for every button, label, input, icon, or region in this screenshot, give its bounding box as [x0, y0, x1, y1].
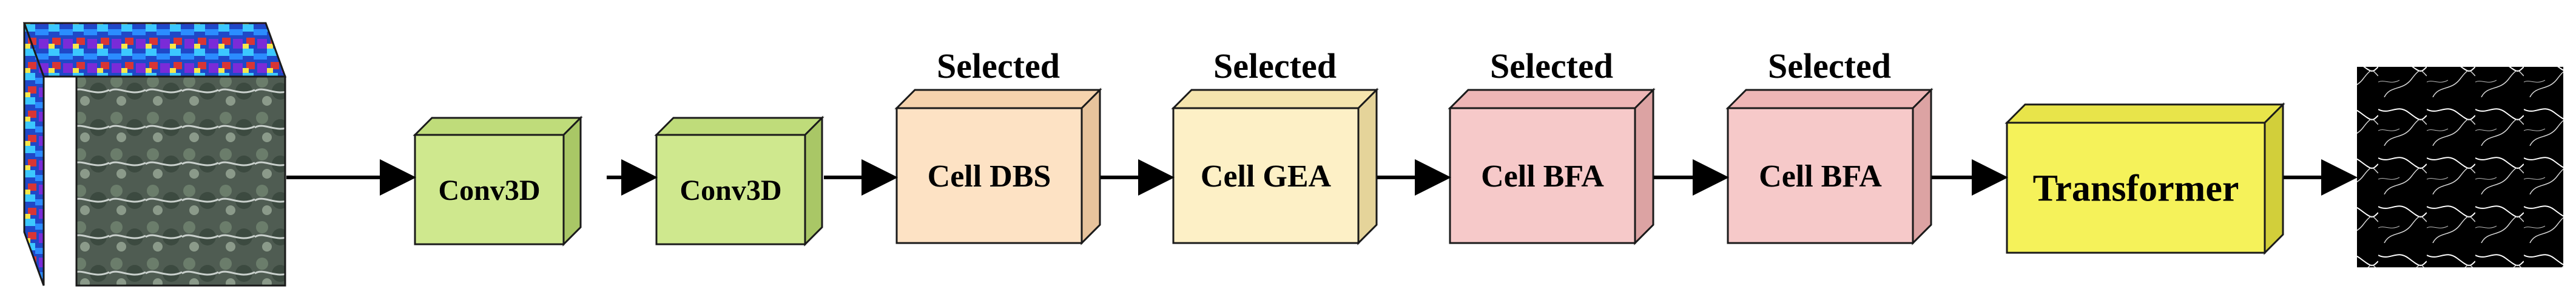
- block-top-face: [894, 89, 1102, 109]
- output-mask: [2357, 67, 2563, 267]
- block-label: Cell BFA: [1481, 159, 1604, 194]
- block-label: Cell DBS: [928, 159, 1051, 194]
- block-top-face: [1171, 89, 1379, 109]
- block-side-face: [562, 115, 582, 247]
- block-top-face: [2004, 103, 2285, 124]
- block-top-face: [1725, 89, 1934, 109]
- block-side-face: [1634, 87, 1654, 245]
- block-side-face: [1081, 87, 1101, 245]
- block-front-face: [2006, 122, 2266, 254]
- selected-caption: Selected: [1490, 46, 1613, 86]
- block-label: Conv3D: [679, 174, 781, 207]
- cube-aerial-image: [75, 75, 286, 287]
- output-segmentation-image: [2357, 67, 2563, 267]
- cube-side-face: [23, 22, 45, 286]
- block-front-face: [1727, 107, 1914, 244]
- selected-caption: Selected: [1768, 46, 1891, 86]
- block-cell-bfa-2: Cell BFA Selected: [1725, 46, 1934, 245]
- block-side-face: [1357, 87, 1378, 245]
- block-side-face: [1912, 87, 1932, 245]
- block-side-face: [804, 115, 823, 247]
- block-front-face: [414, 134, 565, 245]
- block-cell-gea: Cell GEA Selected: [1171, 46, 1379, 245]
- block-conv3d-1: Conv3D: [413, 115, 583, 247]
- cube-top-face: [22, 22, 287, 78]
- block-label: Conv3D: [438, 174, 540, 207]
- block-front-face: [1172, 107, 1360, 244]
- selected-caption: Selected: [937, 46, 1060, 86]
- selected-caption: Selected: [1213, 46, 1337, 86]
- block-top-face: [413, 117, 583, 136]
- block-cell-dbs: Cell DBS Selected: [894, 46, 1102, 245]
- block-cell-bfa-1: Cell BFA Selected: [1448, 46, 1656, 245]
- block-top-face: [1448, 89, 1656, 109]
- block-front-face: [895, 107, 1083, 244]
- block-side-face: [2264, 102, 2284, 255]
- block-top-face: [654, 117, 824, 136]
- block-label: Cell BFA: [1759, 159, 1882, 194]
- block-transformer: Transformer: [2004, 102, 2285, 255]
- input-hyperspectral-cube: [22, 22, 287, 287]
- block-label: Cell GEA: [1201, 159, 1332, 194]
- block-label: Transformer: [2033, 168, 2239, 210]
- block-conv3d-2: Conv3D: [654, 115, 824, 247]
